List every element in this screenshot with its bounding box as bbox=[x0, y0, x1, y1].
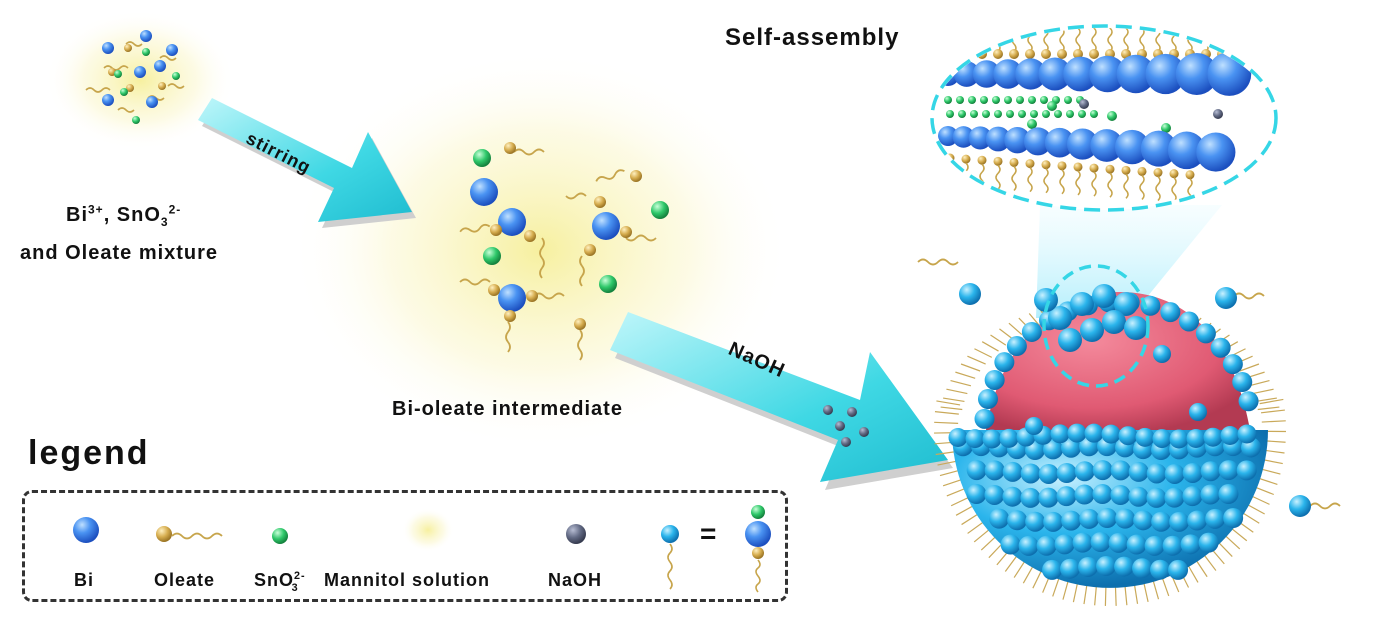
legend-composite-oleate-icon bbox=[752, 547, 764, 559]
mixture-particles bbox=[102, 30, 180, 124]
assembled-sphere bbox=[934, 284, 1286, 606]
self-assembly-label: Self-assembly bbox=[725, 24, 900, 51]
mixture-label: Bi3+, SnO32- bbox=[66, 202, 182, 229]
legend-composite-sno-icon bbox=[751, 505, 765, 519]
intermediate-particles bbox=[470, 142, 669, 330]
zoom-view bbox=[930, 24, 1278, 212]
free-particles bbox=[917, 258, 1341, 517]
stirring-arrow bbox=[198, 98, 416, 228]
mixture-sno-sub: 3 bbox=[160, 215, 169, 229]
mixture-label-line2: and Oleate mixture bbox=[20, 242, 219, 264]
zoom-focus-circle bbox=[1042, 264, 1150, 388]
glow-legend bbox=[402, 508, 454, 552]
legend-composite-icon bbox=[661, 525, 679, 543]
legend-sno-sub: 3 bbox=[291, 581, 299, 594]
mixture-bi-charge: 3+ bbox=[88, 202, 104, 217]
legend-oleate-label: Oleate bbox=[154, 570, 216, 590]
legend-naoh-label: NaOH bbox=[548, 570, 603, 590]
mixture-cluster bbox=[85, 41, 185, 113]
mixture-sno-charge: 2- bbox=[168, 202, 182, 217]
naoh-arrow bbox=[610, 312, 953, 490]
mixture-sno: , SnO bbox=[103, 204, 161, 226]
legend-sno-icon bbox=[272, 528, 288, 544]
legend-sno-label: SnO2-3 bbox=[254, 570, 305, 594]
legend-icons bbox=[73, 505, 771, 593]
mixture-bi: Bi bbox=[66, 204, 88, 226]
legend-mannitol-label: Mannitol solution bbox=[324, 570, 490, 590]
glow-mixture bbox=[45, 10, 235, 150]
legend-oleate-icon bbox=[156, 526, 172, 542]
legend-composite-bi-icon bbox=[745, 521, 771, 547]
legend-bi-label: Bi bbox=[74, 570, 94, 590]
naoh-particles bbox=[823, 405, 869, 447]
legend-box bbox=[22, 490, 788, 602]
zoom-cone bbox=[1036, 205, 1222, 318]
legend-title: legend bbox=[28, 434, 150, 472]
legend-sno-charge: 2- bbox=[294, 570, 306, 582]
legend-naoh-icon bbox=[566, 524, 586, 544]
legend-sno-text: SnO bbox=[254, 570, 295, 590]
intermediate-tails bbox=[459, 148, 657, 361]
legend-bi-icon bbox=[73, 517, 99, 543]
intermediate-label: Bi-oleate intermediate bbox=[392, 398, 623, 420]
legend-equals-sign: = bbox=[700, 518, 717, 549]
